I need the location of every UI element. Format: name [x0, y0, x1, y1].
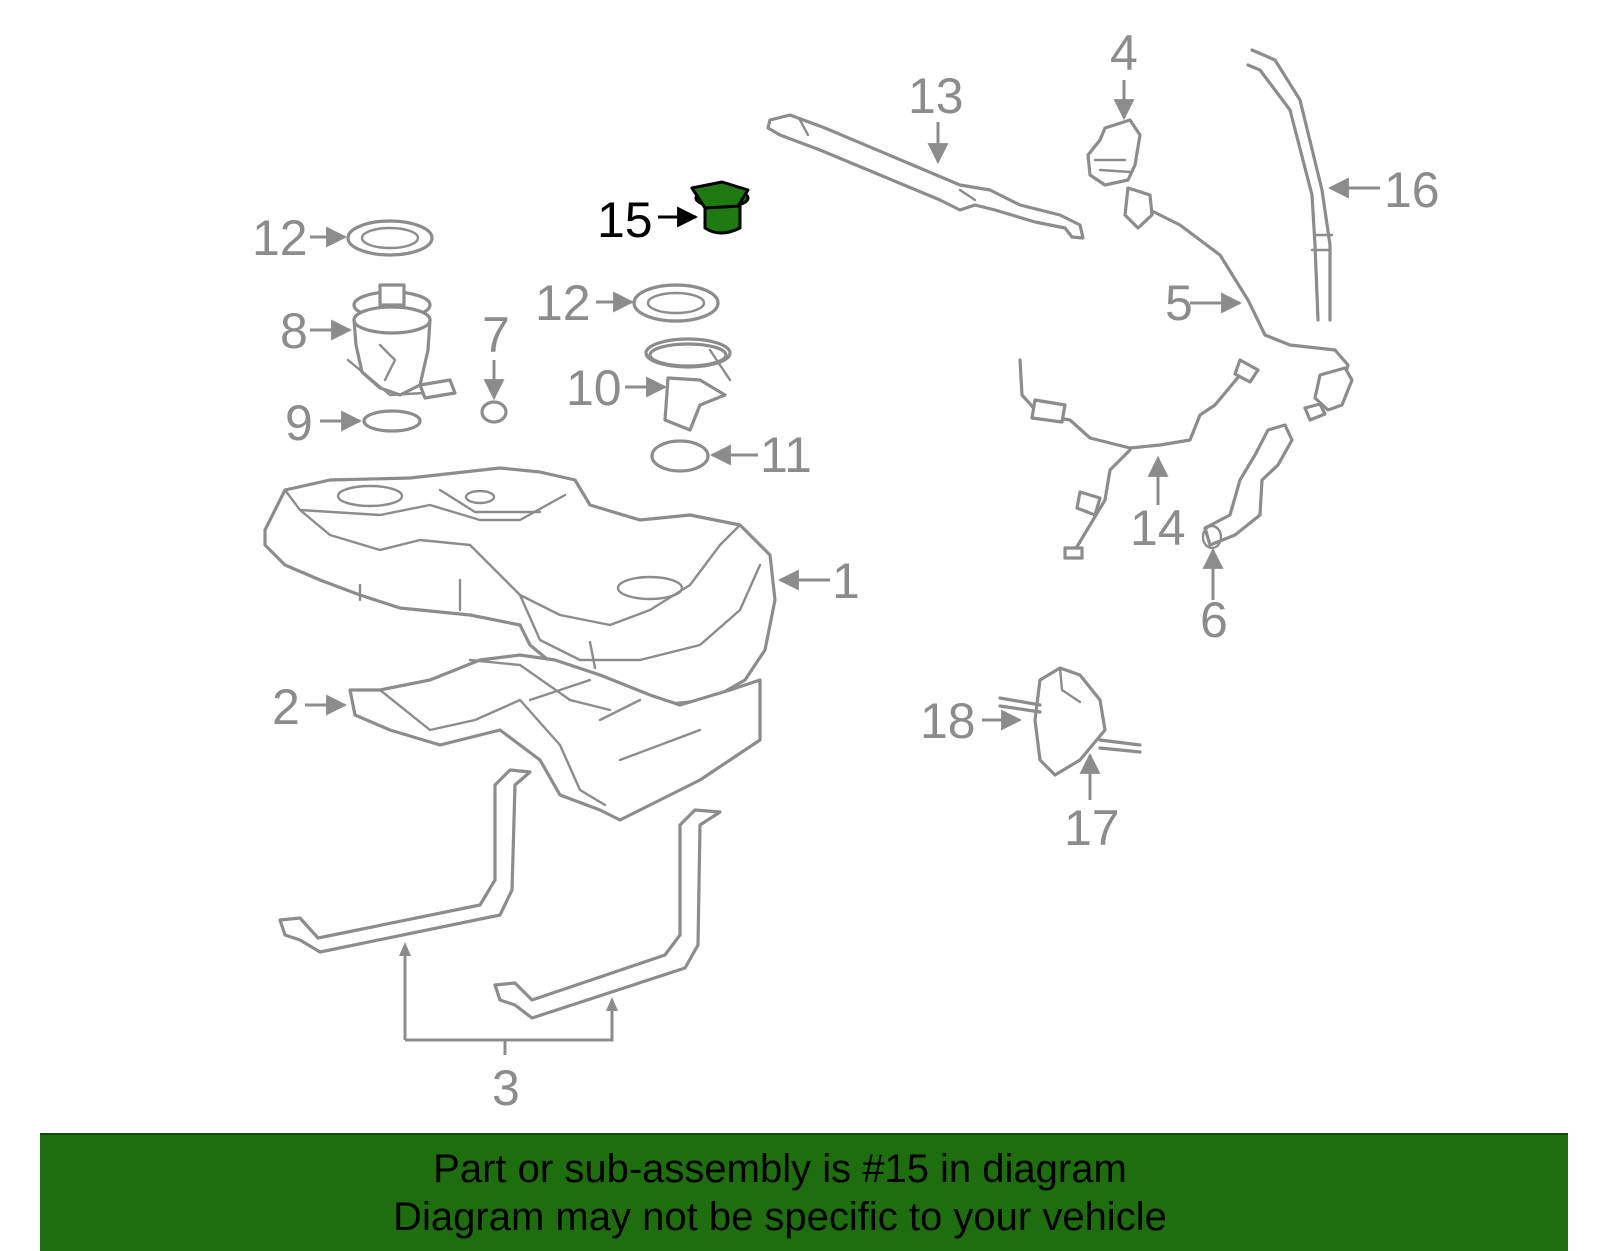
lock-ring-upper: [346, 219, 434, 257]
callout-3: 3: [492, 1060, 520, 1116]
fuel-pump-module: [346, 283, 457, 400]
info-banner: Part or sub-assembly is #15 in diagram D…: [40, 1133, 1568, 1251]
callout-12-upper: 12: [252, 210, 308, 266]
callout-16: 16: [1384, 162, 1440, 218]
callout-labels: 1 2 3 4 5 6 7 8 9 10 11 12 12 13 14 15 1…: [252, 25, 1440, 1116]
part-15-cap: [690, 180, 750, 235]
connector: [1086, 118, 1142, 187]
fuel-tank: [263, 466, 777, 707]
callout-7: 7: [482, 307, 510, 363]
callout-2: 2: [272, 679, 300, 735]
vent-tube: [1246, 48, 1334, 322]
vent-hose: [1123, 186, 1354, 422]
callout-17: 17: [1064, 800, 1120, 856]
callout-15: 15: [597, 192, 653, 248]
callout-10: 10: [566, 360, 622, 416]
callout-8: 8: [280, 303, 308, 359]
tank-shield: [348, 653, 762, 822]
callout-5: 5: [1165, 275, 1193, 331]
filler-hose: [1201, 423, 1294, 550]
vent-valve: [998, 666, 1142, 777]
tube-bracket: [766, 113, 1085, 240]
callout-9: 9: [285, 395, 313, 451]
banner-line-1: Part or sub-assembly is #15 in diagram: [433, 1147, 1127, 1191]
o-ring-small: [480, 400, 508, 424]
fuel-sender: [644, 337, 732, 432]
tank-straps: [278, 768, 722, 1020]
leader-lines: [305, 80, 1380, 1055]
callout-13: 13: [908, 68, 964, 124]
callout-18: 18: [920, 693, 976, 749]
pump-seal: [362, 409, 422, 433]
callout-11: 11: [760, 427, 812, 483]
callout-6: 6: [1200, 592, 1228, 648]
sender-seal: [650, 439, 710, 473]
callout-12-lower: 12: [535, 275, 591, 331]
lock-ring-lower: [632, 283, 720, 323]
callout-14: 14: [1130, 500, 1186, 556]
callout-4: 4: [1110, 25, 1138, 81]
banner-line-2: Diagram may not be specific to your vehi…: [393, 1195, 1167, 1239]
fuel-line: [1018, 358, 1260, 560]
callout-1: 1: [832, 553, 860, 609]
